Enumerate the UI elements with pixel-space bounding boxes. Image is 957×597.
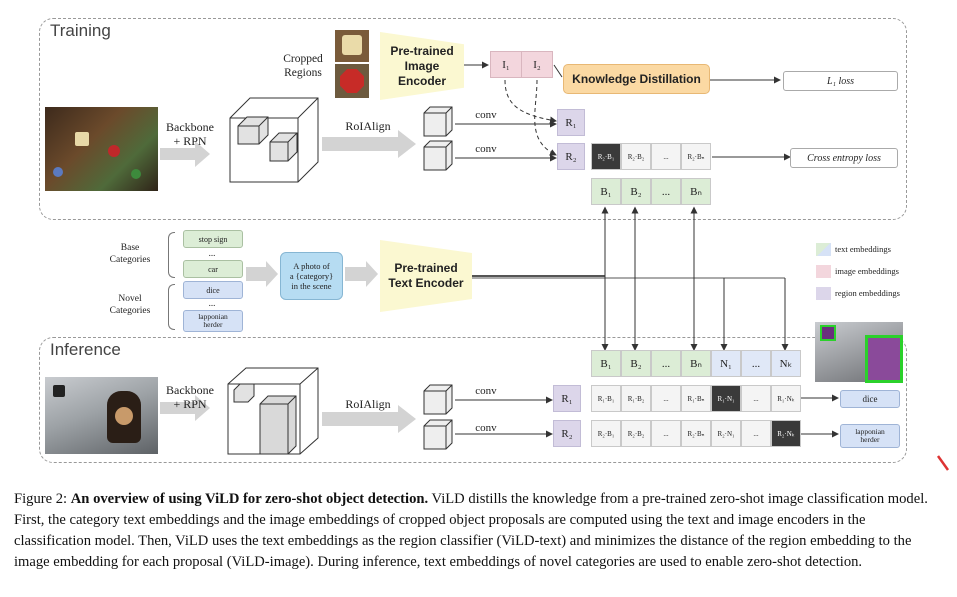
text-encoder: Pre-trained Text Encoder	[380, 240, 472, 312]
legend-region-swatch	[816, 287, 831, 300]
inf-r2-c7: R₂·Nₖ	[771, 420, 801, 447]
inf-out-lapponian: lapponian herder	[840, 424, 900, 448]
base-brace	[168, 232, 175, 278]
base-item-car: car	[183, 260, 243, 278]
detection-result-image	[815, 322, 903, 383]
inf-roi-cubes	[423, 384, 453, 450]
i1-cell: I₁	[490, 51, 522, 78]
inf-r1-c4: R₁·Bₙ	[681, 385, 711, 412]
inf-r2-c1: R₂·B₁	[591, 420, 621, 447]
inf-conv1-label: conv	[475, 385, 497, 397]
inf-conv2-label: conv	[475, 422, 497, 434]
caption-bold: An overview of using ViLD for zero-shot …	[70, 491, 429, 507]
inf-h-5: N₁	[711, 350, 741, 377]
train-row-cell-1: R₂·B₁	[591, 143, 621, 170]
train-conv1-label: conv	[475, 109, 497, 121]
i2-cell: I₂	[521, 51, 553, 78]
l1-loss-box: L₁ loss	[783, 71, 898, 91]
novel-item-ellipsis: ...	[208, 298, 216, 308]
legend-image-label: image embeddings	[835, 266, 899, 276]
figure-caption: Figure 2: An overview of using ViLD for …	[14, 489, 944, 573]
inf-roialign-label: RoIAlign	[345, 397, 391, 411]
train-b1: B₁	[591, 178, 621, 205]
inf-r1-c3: ...	[651, 385, 681, 412]
dog-car-image	[45, 377, 158, 454]
train-row-cell-2: R₂·B₂	[621, 143, 651, 170]
train-roi-cubes	[423, 106, 453, 171]
legend-text-label: text embeddings	[835, 244, 891, 254]
cropped-regions-label: Cropped Regions	[283, 53, 323, 79]
train-feature-cube	[229, 97, 319, 183]
inf-backbone-arrow	[160, 395, 210, 421]
inf-r2: R₂	[553, 420, 581, 447]
training-panel	[39, 18, 907, 220]
inf-r2-c5: R₂·N₁	[711, 420, 741, 447]
training-title: Training	[50, 21, 111, 40]
stop-crop-image	[335, 64, 369, 98]
legend-region-label: region embeddings	[835, 288, 900, 298]
train-row-cell-3: ...	[651, 143, 681, 170]
knowledge-distillation-box: Knowledge Distillation	[563, 64, 710, 94]
base-item-ellipsis: ...	[208, 248, 216, 258]
inf-r2-c4: R₂·Bₙ	[681, 420, 711, 447]
legend-text-swatch	[816, 243, 831, 256]
image-encoder: Pre-trained Image Encoder	[380, 32, 464, 100]
connectors	[160, 61, 950, 471]
prompt-box: A photo of a {category} in the scene	[280, 252, 343, 300]
roialign-arrow	[322, 130, 416, 158]
inf-out-dice: dice	[840, 390, 900, 408]
prompt-arrow	[246, 261, 278, 287]
inf-h-6: ...	[741, 350, 771, 377]
dice-crop-image	[335, 30, 369, 62]
inf-h-2: B₂	[621, 350, 651, 377]
inf-backbone-label: Backbone + RPN	[166, 383, 214, 411]
inf-h-3: ...	[651, 350, 681, 377]
novel-brace	[168, 284, 175, 330]
base-item-stop-sign: stop sign	[183, 230, 243, 248]
inference-panel	[39, 337, 907, 463]
train-b3: ...	[651, 178, 681, 205]
novel-item-lapponian: lapponian herder	[183, 310, 243, 332]
train-r2: R₂	[557, 143, 585, 170]
inf-r1-c6: ...	[741, 385, 771, 412]
encoder-arrow	[345, 261, 378, 287]
train-roialign-label: RoIAlign	[345, 119, 391, 133]
train-b2: B₂	[621, 178, 651, 205]
kd-label: Knowledge Distillation	[572, 72, 701, 86]
inf-r2-c2: R₂·B₂	[621, 420, 651, 447]
inference-title: Inference	[50, 340, 121, 359]
inf-r1-c1: R₁·B₁	[591, 385, 621, 412]
image-encoder-label: Pre-trained Image Encoder	[390, 43, 454, 88]
inf-r2-c6: ...	[741, 420, 771, 447]
inf-r1-c7: R₁·Nₖ	[771, 385, 801, 412]
caption-text: ViLD distills the knowledge from a pre-t…	[14, 491, 928, 570]
legend-image-swatch	[816, 265, 831, 278]
backbone-arrow	[160, 141, 210, 167]
inf-r1: R₁	[553, 385, 581, 412]
inf-r1-c2: R₁·B₂	[621, 385, 651, 412]
train-r1: R₁	[557, 109, 585, 136]
board-game-image	[45, 107, 158, 191]
train-b4: Bₙ	[681, 178, 711, 205]
novel-item-dice: dice	[183, 281, 243, 299]
ce-loss-box: Cross entropy loss	[790, 148, 898, 168]
inf-h-1: B₁	[591, 350, 621, 377]
inf-roialign-arrow	[322, 405, 416, 433]
caption-label: Figure 2:	[14, 491, 68, 507]
base-categories-label: Base Categories	[109, 243, 151, 265]
train-row-cell-4: R₂·Bₙ	[681, 143, 711, 170]
inf-r1-c5: R₁·N₁	[711, 385, 741, 412]
inf-feature-cube	[227, 367, 319, 455]
inf-r2-c3: ...	[651, 420, 681, 447]
train-conv2-label: conv	[475, 143, 497, 155]
text-encoder-label: Pre-trained Text Encoder	[388, 261, 464, 290]
inf-h-4: Bₙ	[681, 350, 711, 377]
novel-categories-label: Novel Categories	[109, 294, 151, 316]
prompt-text: A photo of a {category} in the scene	[289, 261, 334, 291]
inf-h-7: Nₖ	[771, 350, 801, 377]
train-backbone-label: Backbone + RPN	[166, 120, 214, 148]
